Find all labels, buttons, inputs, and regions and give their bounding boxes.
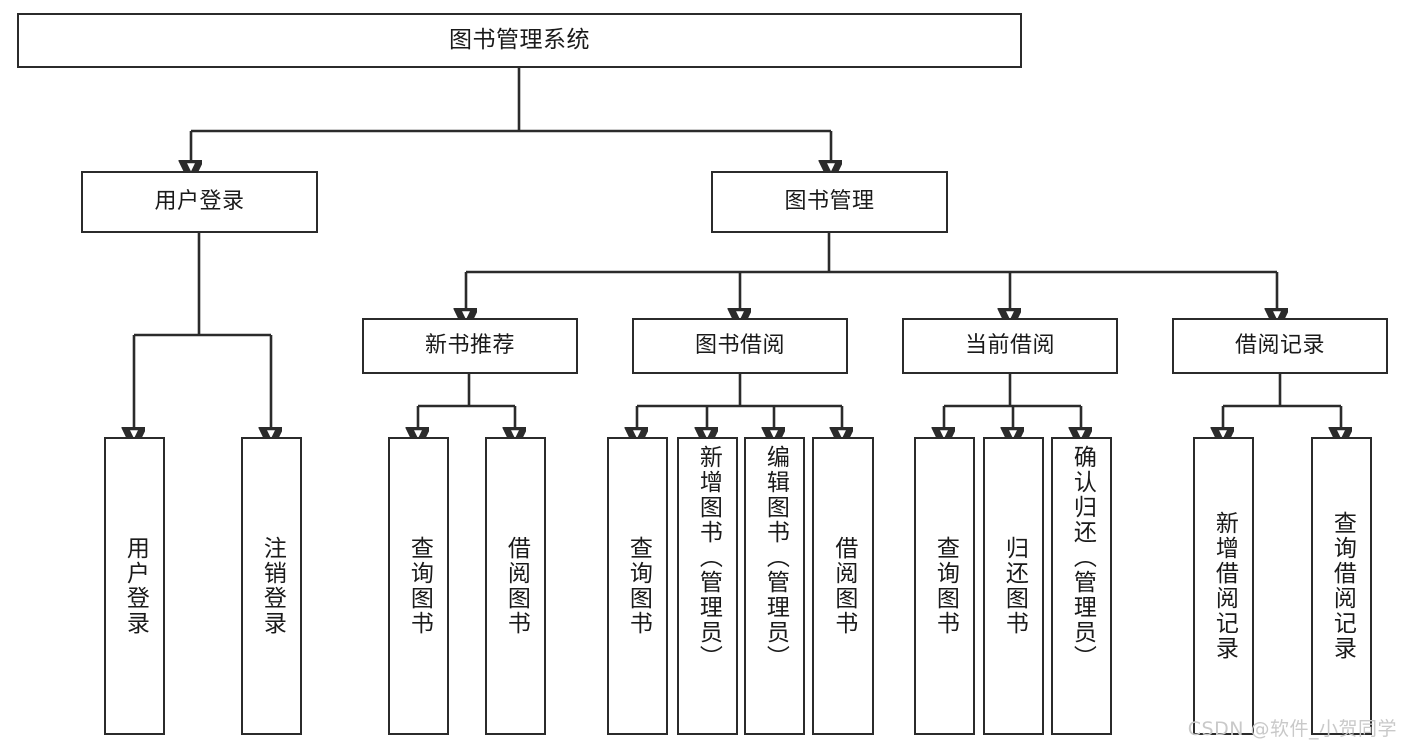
node-label: 查询借阅记录 — [1329, 511, 1356, 661]
leaf-confirm-return-admin[interactable]: 确认归还（管理员） — [1051, 437, 1112, 735]
node-label: 查询图书 — [625, 536, 652, 636]
leaf-query-book-current[interactable]: 查询图书 — [914, 437, 975, 735]
node-label: 归还图书 — [1001, 536, 1028, 636]
node-label: 确认归还（管理员） — [1069, 445, 1096, 670]
leaf-query-book-recommend[interactable]: 查询图书 — [388, 437, 449, 735]
node-label: 查询图书 — [406, 536, 433, 636]
node-label: 用户登录 — [154, 189, 245, 215]
leaf-add-borrow-record[interactable]: 新增借阅记录 — [1193, 437, 1254, 735]
node-label: 编辑图书（管理员） — [762, 445, 789, 670]
node-label: 借阅图书 — [830, 536, 857, 636]
node-book-borrow[interactable]: 图书借阅 — [632, 318, 848, 374]
node-book-management[interactable]: 图书管理 — [711, 171, 948, 233]
leaf-logout-login[interactable]: 注销登录 — [241, 437, 302, 735]
node-user-login[interactable]: 用户登录 — [81, 171, 318, 233]
leaf-add-book-admin[interactable]: 新增图书（管理员） — [677, 437, 738, 735]
watermark-text: CSDN @软件_小贺同学 — [1187, 718, 1397, 740]
node-root-system[interactable]: 图书管理系统 — [17, 13, 1022, 68]
node-label: 用户登录 — [122, 536, 149, 636]
node-label: 当前借阅 — [964, 333, 1055, 359]
node-label: 借阅图书 — [503, 536, 530, 636]
leaf-borrow-book-recommend[interactable]: 借阅图书 — [485, 437, 546, 735]
node-current-borrow[interactable]: 当前借阅 — [902, 318, 1118, 374]
node-label: 借阅记录 — [1234, 333, 1325, 359]
node-borrow-record[interactable]: 借阅记录 — [1172, 318, 1388, 374]
node-label: 图书管理系统 — [449, 27, 590, 54]
node-label: 新增借阅记录 — [1211, 511, 1238, 661]
node-label: 查询图书 — [932, 536, 959, 636]
leaf-user-login[interactable]: 用户登录 — [104, 437, 165, 735]
node-label: 图书借阅 — [694, 333, 785, 359]
leaf-edit-book-admin[interactable]: 编辑图书（管理员） — [744, 437, 805, 735]
node-label: 新增图书（管理员） — [695, 445, 722, 670]
leaf-borrow-book[interactable]: 借阅图书 — [812, 437, 874, 735]
node-label: 新书推荐 — [424, 333, 515, 359]
node-label: 图书管理 — [784, 189, 875, 215]
node-new-book-recommend[interactable]: 新书推荐 — [362, 318, 578, 374]
leaf-query-book-borrow[interactable]: 查询图书 — [607, 437, 668, 735]
node-label: 注销登录 — [259, 536, 286, 636]
leaf-return-book[interactable]: 归还图书 — [983, 437, 1044, 735]
leaf-query-borrow-record[interactable]: 查询借阅记录 — [1311, 437, 1372, 735]
